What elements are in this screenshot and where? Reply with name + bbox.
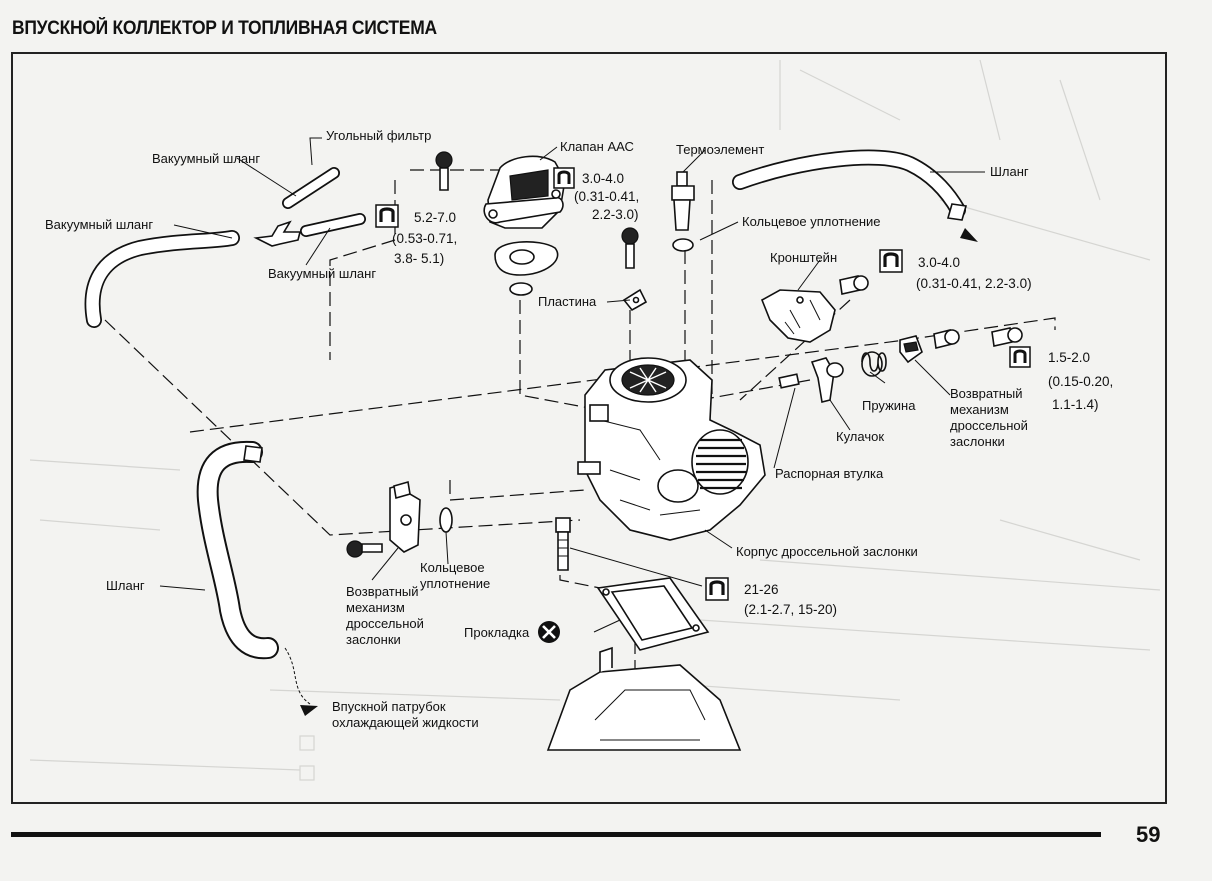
torque-wrench-icon	[375, 204, 399, 228]
label-vacuum-hose-left: Вакуумный шланг	[45, 217, 153, 232]
label-coolant-inlet-1: Впускной патрубок	[332, 699, 446, 714]
label-return-mech-left-2: механизм	[346, 600, 405, 615]
hose-right	[732, 149, 968, 221]
label-o-ring-top: Кольцевое уплотнение	[742, 214, 881, 229]
torque-spec-aac-valve-2: (0.31-0.41,	[574, 189, 639, 204]
return-mechanism-left	[389, 480, 421, 553]
torque-spec-return-3: 1.1-1.4)	[1052, 397, 1099, 412]
bracket-bolt	[839, 275, 869, 295]
plate	[622, 288, 648, 312]
torque-wrench-icon	[1009, 346, 1031, 368]
hose-left-top	[84, 230, 240, 328]
label-cam: Кулачок	[836, 429, 884, 444]
label-return-mech-left-1: Возвратный	[346, 584, 419, 599]
throttle-gasket	[596, 577, 710, 651]
label-gasket: Прокладка	[464, 625, 530, 640]
label-hose-right: Шланг	[990, 164, 1029, 179]
torque-spec-return-1: 1.5-2.0	[1048, 350, 1090, 365]
torque-wrench-icon	[553, 167, 575, 189]
thermo-element	[671, 171, 695, 252]
background-bleed	[29, 59, 1161, 781]
torque-spec-aac-valve-3: 2.2-3.0)	[592, 207, 639, 222]
spacer-sleeve	[778, 373, 800, 389]
label-return-mech-right-4: заслонки	[950, 434, 1005, 449]
bottom-rule	[11, 832, 1101, 837]
page-title: ВПУСКНОЙ КОЛЛЕКТОР И ТОПЛИВНАЯ СИСТЕМА	[12, 18, 437, 39]
plate-screw	[621, 227, 639, 269]
throttle-bolt	[555, 517, 571, 571]
diagram-frame	[11, 52, 1167, 804]
throttle-body	[577, 357, 766, 541]
aac-bolt	[435, 151, 453, 191]
label-coolant-inlet-2: охлаждающей жидкости	[332, 715, 479, 730]
label-o-ring-bottom-2: уплотнение	[420, 576, 490, 591]
label-carbon-filter: Угольный фильтр	[326, 128, 431, 143]
return-bolt-2	[991, 327, 1023, 347]
label-throttle-body: Корпус дроссельной заслонки	[736, 544, 918, 559]
label-plate: Пластина	[538, 294, 597, 309]
leader-lines	[159, 137, 985, 705]
torque-spec-aac-bolts-1: 5.2-7.0	[414, 210, 456, 225]
torque-spec-aac-valve-1: 3.0-4.0	[582, 171, 624, 186]
return-bolt-1	[933, 329, 960, 349]
do-not-reuse-icon	[538, 621, 560, 643]
label-return-mech-left-3: дроссельной	[346, 616, 424, 631]
spring	[861, 351, 887, 377]
page-number: 59	[1136, 822, 1161, 847]
torque-spec-return-2: (0.15-0.20,	[1048, 374, 1113, 389]
label-spacer: Распорная втулка	[775, 466, 884, 481]
label-o-ring-bottom-1: Кольцевое	[420, 560, 485, 575]
aac-gasket	[494, 241, 559, 296]
arrow-icon	[960, 228, 978, 242]
label-vacuum-hose-mid: Вакуумный шланг	[268, 266, 376, 281]
torque-wrench-icon	[705, 577, 729, 601]
torque-spec-aac-bolts-2: (0.53-0.71,	[392, 231, 457, 246]
label-return-mech-right-2: механизм	[950, 402, 1009, 417]
hose-left-bottom	[196, 440, 279, 660]
carbon-filter-tee	[253, 220, 302, 247]
return-screw-left	[346, 540, 383, 558]
torque-spec-aac-bolts-3: 3.8- 5.1)	[394, 251, 444, 266]
arrow-icon	[300, 705, 318, 716]
o-ring-bottom	[439, 507, 453, 533]
label-aac-valve: Клапан ААС	[560, 139, 634, 154]
cam	[810, 357, 844, 403]
label-return-mech-right-3: дроссельной	[950, 418, 1028, 433]
torque-spec-bracket-1: 3.0-4.0	[918, 255, 960, 270]
vacuum-hose-upper	[282, 167, 340, 209]
label-return-mech-right-1: Возвратный	[950, 386, 1023, 401]
aac-valve	[483, 155, 566, 229]
vacuum-hose-lower	[300, 213, 366, 237]
label-hose-left: Шланг	[106, 578, 145, 593]
label-return-mech-left-4: заслонки	[346, 632, 401, 647]
label-thermo-element: Термоэлемент	[676, 142, 764, 157]
torque-spec-bracket-2: (0.31-0.41, 2.2-3.0)	[916, 276, 1032, 291]
label-vacuum-hose-top: Вакуумный шланг	[152, 151, 260, 166]
label-bracket: Кронштейн	[770, 250, 837, 265]
label-spring: Пружина	[862, 398, 916, 413]
torque-spec-throttle-1: 21-26	[744, 582, 779, 597]
return-mechanism-right	[899, 335, 923, 364]
torque-wrench-icon	[879, 249, 903, 273]
torque-spec-throttle-2: (2.1-2.7, 15-20)	[744, 602, 837, 617]
intake-manifold	[546, 646, 742, 751]
bracket	[760, 289, 836, 343]
